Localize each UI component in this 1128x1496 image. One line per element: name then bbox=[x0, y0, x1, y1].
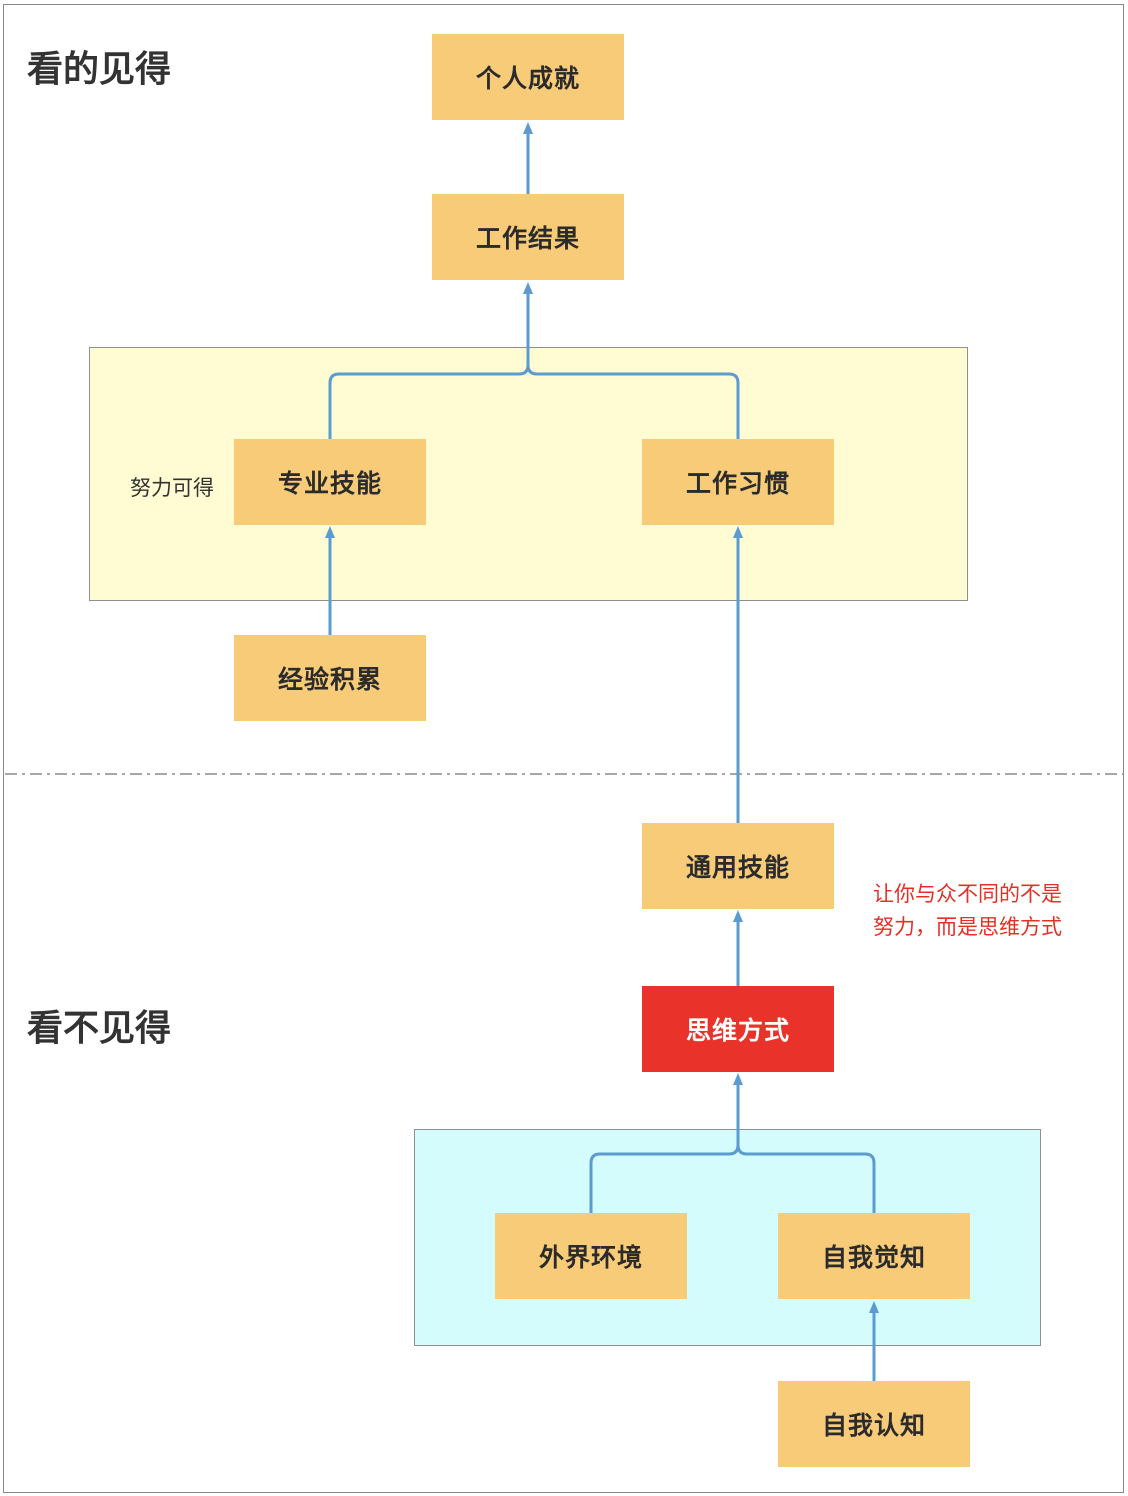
effort-group-label: 努力可得 bbox=[130, 476, 214, 500]
node-self-cognition: 自我认知 bbox=[778, 1381, 970, 1467]
node-experience: 经验积累 bbox=[234, 635, 426, 721]
annotation-line-2: 努力，而是思维方式 bbox=[873, 915, 1062, 939]
annotation-line-1: 让你与众不同的不是 bbox=[873, 882, 1062, 906]
arrow-awareness-to-thinking bbox=[736, 1144, 876, 1213]
node-thinking-mode: 思维方式 bbox=[642, 986, 834, 1072]
arrow-environment-to-thinking bbox=[589, 1073, 743, 1213]
node-work-habit: 工作习惯 bbox=[642, 439, 834, 525]
node-self-awareness: 自我觉知 bbox=[778, 1213, 970, 1299]
node-professional-skill: 专业技能 bbox=[234, 439, 426, 525]
node-personal-achievement: 个人成就 bbox=[432, 34, 624, 120]
visible-section-title: 看的见得 bbox=[27, 49, 172, 90]
annotation-note: 让你与众不同的不是 努力，而是思维方式 bbox=[873, 878, 1088, 944]
arrow-skill-to-result bbox=[328, 282, 533, 439]
node-work-result: 工作结果 bbox=[432, 194, 624, 280]
node-external-environment: 外界环境 bbox=[495, 1213, 687, 1299]
invisible-section-title: 看不见得 bbox=[27, 1008, 172, 1049]
diagram-frame bbox=[3, 4, 1124, 1493]
node-general-skill: 通用技能 bbox=[642, 823, 834, 909]
arrow-habit-to-result bbox=[526, 364, 740, 439]
